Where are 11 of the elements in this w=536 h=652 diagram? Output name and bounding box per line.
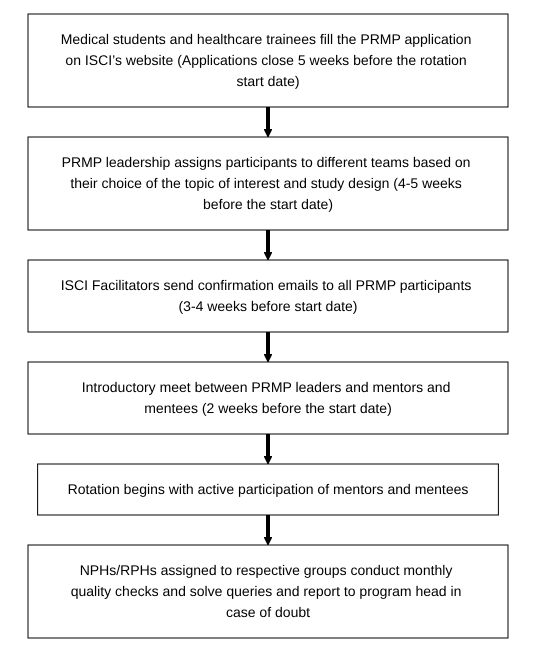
- node-box: PRMP leadership assigns participants to different teams based on their choice of the topic of interest and study design (4-5 weeks before the start date): [28, 136, 508, 230]
- arrow: [264, 230, 272, 260]
- node-box: Medical students and healthcare trainees fill the PRMP application on ISCI’s website (Applications close 5 weeks before the rotation start date): [28, 14, 508, 108]
- arrow: [264, 107, 272, 138]
- node-box: Introductory meet between PRMP leaders and mentors and mentees (2 weeks before the start date): [28, 362, 508, 434]
- node-box: ISCI Facilitators send confirmation emails to all PRMP participants (3-4 weeks before start date): [28, 260, 508, 332]
- arrow: [264, 434, 272, 464]
- node-box: NPHs/RPHs assigned to respective groups conduct monthly quality checks and solve queries and report to program head in case of doubt: [28, 544, 508, 638]
- node-box: Rotation begins with active participation of mentors and mentees: [37, 464, 499, 516]
- arrow: [264, 515, 272, 546]
- arrow: [264, 332, 272, 362]
